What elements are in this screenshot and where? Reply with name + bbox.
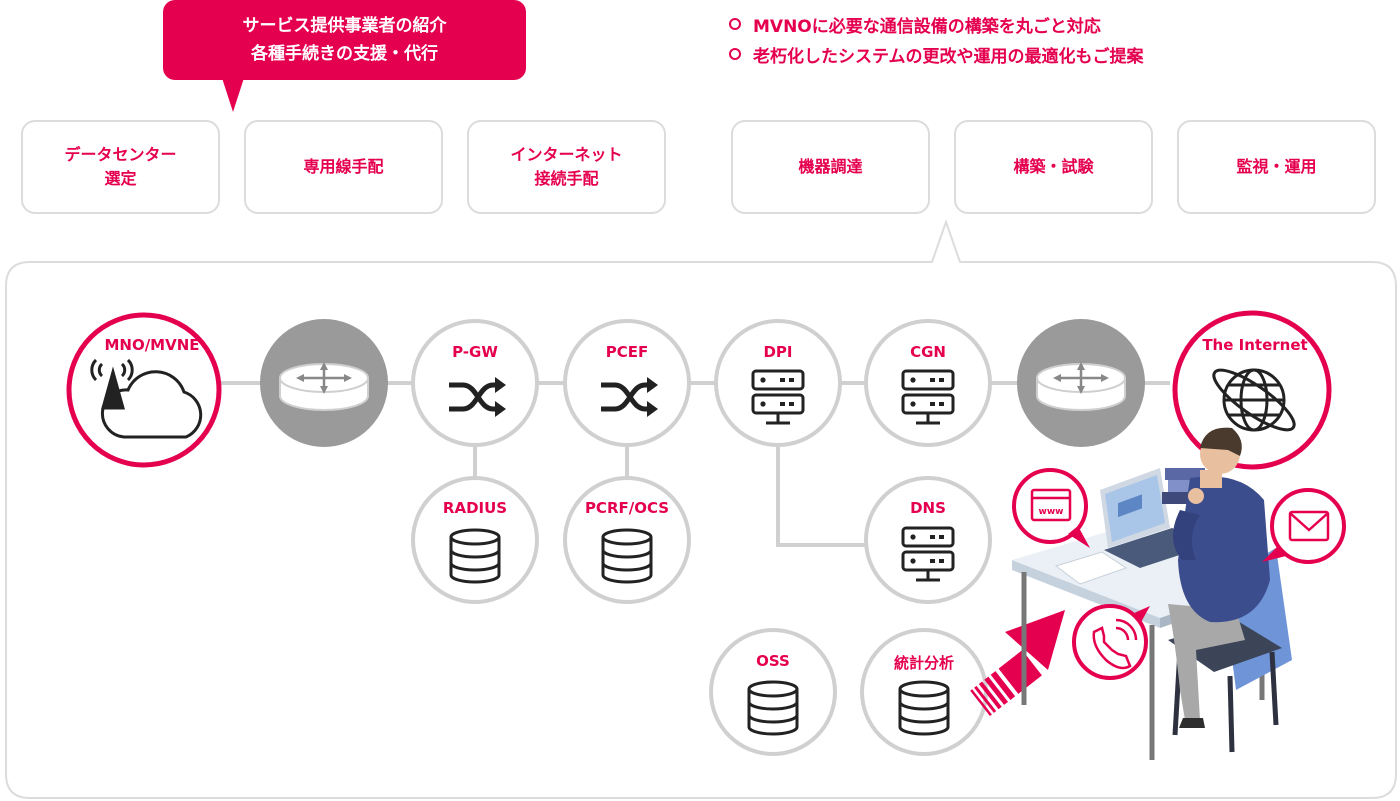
mno-mvne-node [66, 312, 222, 468]
internet-label: The Internet [1202, 336, 1308, 354]
globe-icon [1212, 368, 1296, 432]
mno-mvne-label: MNO/MVNE [104, 336, 200, 354]
oss-node [709, 628, 837, 756]
database-icon [747, 680, 799, 736]
operator-illustration [1012, 427, 1292, 760]
feature-bullets: MVNOに必要な通信設備の構築を丸ごと対応 老朽化したシステムの更改や運用の最適… [729, 9, 1144, 69]
internet-node [1172, 310, 1332, 470]
service-monitoring: 監視・運用 [1177, 120, 1376, 214]
dns-node [864, 476, 992, 604]
data-flow-arrow [970, 610, 1065, 717]
radius-node [411, 476, 539, 604]
mail-bubble [1262, 488, 1346, 564]
dpi-label: DPI [763, 343, 793, 361]
router-icon [1035, 360, 1127, 412]
router-icon [278, 360, 370, 412]
ring-bullet-icon [729, 48, 741, 60]
callout-box: サービス提供事業者の紹介 各種手続きの支援・代行 [163, 0, 526, 80]
bullet-item: 老朽化したシステムの更改や運用の最適化もご提案 [729, 39, 1144, 69]
pcef-node [563, 319, 691, 447]
oss-label: OSS [756, 652, 790, 670]
pcef-label: PCEF [605, 343, 649, 361]
cgn-node [864, 319, 992, 447]
database-icon [898, 680, 950, 736]
dns-label: DNS [910, 499, 946, 517]
pcrf-ocs-node [563, 476, 691, 604]
www-label: www [1039, 507, 1064, 517]
phone-icon [1092, 618, 1138, 670]
callout-line-2: 各種手続きの支援・代行 [251, 44, 438, 64]
service-leased-line: 専用線手配 [244, 120, 443, 214]
service-datacenter: データセンター選定 [21, 120, 220, 214]
radius-label: RADIUS [442, 499, 508, 517]
pgw-label: P-GW [452, 343, 498, 361]
pcrf-ocs-label: PCRF/OCS [584, 499, 670, 517]
callout-line-1: サービス提供事業者の紹介 [242, 16, 447, 36]
callout-tail [222, 78, 244, 112]
cloud-antenna-icon [90, 358, 203, 439]
browser-window-icon: www [1030, 488, 1072, 522]
stats-analysis-node [860, 628, 988, 756]
service-procurement: 機器調達 [731, 120, 930, 214]
database-icon [601, 528, 653, 584]
pgw-node [411, 319, 539, 447]
ring-bullet-icon [729, 18, 741, 30]
stats-analysis-label: 統計分析 [893, 654, 954, 672]
bullet-item: MVNOに必要な通信設備の構築を丸ごと対応 [729, 9, 1144, 39]
envelope-icon [1288, 510, 1330, 542]
cgn-label: CGN [910, 343, 946, 361]
router-node-2 [1017, 319, 1145, 447]
dpi-node [714, 319, 842, 447]
web-bubble: www [1012, 468, 1090, 548]
router-node-1 [260, 319, 388, 447]
phone-bubble [1072, 604, 1150, 680]
service-build-test: 構築・試験 [954, 120, 1153, 214]
service-internet-connection: インターネット接続手配 [467, 120, 666, 214]
database-icon [449, 528, 501, 584]
